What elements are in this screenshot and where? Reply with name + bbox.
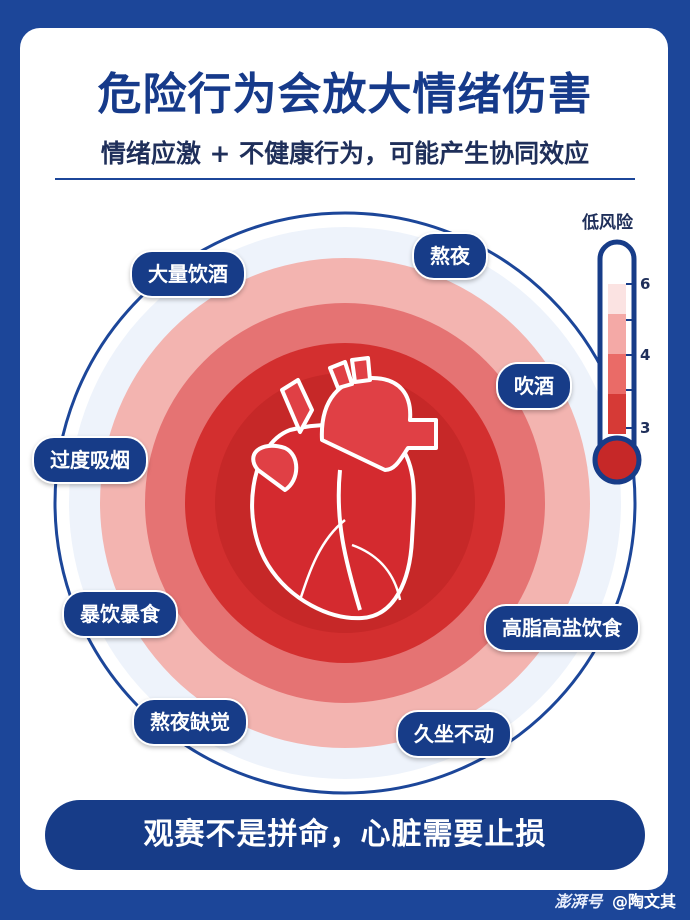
page-title: 危险行为会放大情绪伤害 — [97, 69, 593, 120]
risk-label-binge-eating: 暴饮暴食 — [62, 590, 178, 638]
thermometer-tick-4: 4 — [640, 346, 651, 364]
page-subtitle: 情绪应激 + 不健康行为，可能产生协同效应 — [100, 139, 590, 168]
thermometer-icon — [592, 239, 642, 485]
risk-label-heavy-drinking: 大量饮酒 — [130, 250, 246, 298]
thermometer-label: 低风险 — [582, 213, 633, 233]
risk-label-staying-up: 熬夜 — [412, 232, 488, 280]
watermark-logo: 澎湃号 — [554, 892, 603, 911]
title-divider — [55, 178, 635, 180]
risk-label-sedentary: 久坐不动 — [396, 710, 512, 758]
watermark-author: @陶文其 — [611, 892, 676, 911]
risk-label-drinking: 吹酒 — [496, 362, 572, 410]
watermark: 澎湃号 @陶文其 — [554, 888, 676, 912]
heart-icon — [250, 356, 438, 621]
thermometer-tick-6: 6 — [640, 275, 651, 293]
thermometer-tick-3: 3 — [640, 419, 651, 437]
risk-label-high-fat-salt: 高脂高盐饮食 — [484, 604, 640, 652]
risk-label-smoking: 过度吸烟 — [32, 436, 148, 484]
risk-label-sleep-deprivation: 熬夜缺觉 — [132, 698, 248, 746]
slogan-banner: 观赛不是拼命，心脏需要止损 — [45, 800, 645, 870]
